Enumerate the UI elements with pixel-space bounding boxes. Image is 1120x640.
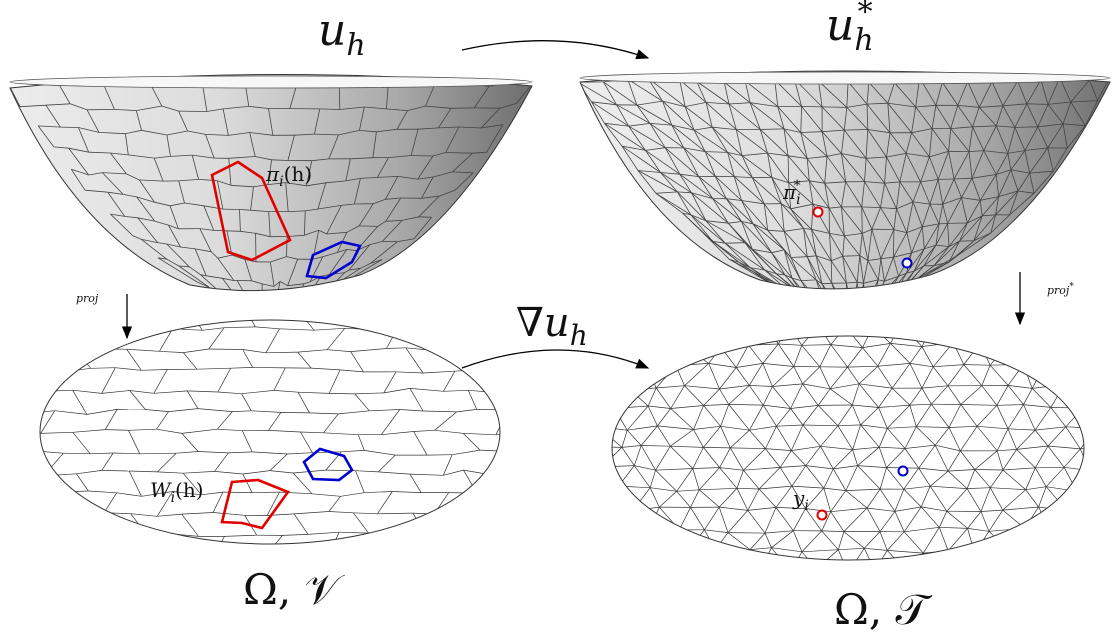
label-uh-star: uh* xyxy=(826,0,874,58)
highlight-cell-red-bowl xyxy=(210,160,292,262)
red-vertex-disk xyxy=(816,509,828,521)
label-grad-uh: ∇uh xyxy=(516,300,588,352)
blue-vertex-bowl xyxy=(901,257,913,269)
label-omega-T: Ω, 𝒯 xyxy=(834,585,933,634)
highlight-cell-red-disk xyxy=(220,478,291,530)
arrow-grad xyxy=(461,349,650,369)
disk-voronoi xyxy=(39,319,501,545)
bowl-uh-star xyxy=(579,70,1111,290)
highlight-cell-blue-bowl xyxy=(305,240,362,280)
label-pi-i-h: πi(h) xyxy=(265,162,312,190)
arrow-uh-to-uhstar xyxy=(461,40,650,60)
bowl-uh xyxy=(9,73,533,292)
label-omega-V: Ω, 𝒱 xyxy=(243,565,346,614)
disk-triangulation xyxy=(611,335,1085,561)
label-proj: proj xyxy=(76,292,99,305)
red-vertex-bowl xyxy=(812,206,824,218)
label-uh: uh xyxy=(318,5,366,63)
blue-vertex-disk xyxy=(897,465,909,477)
label-proj-star: proj* xyxy=(1047,282,1074,297)
label-pi-i-star: πi* xyxy=(782,178,801,208)
label-y-i: yi xyxy=(792,486,809,514)
label-W-i-h: Wi(h) xyxy=(150,478,204,506)
highlight-cell-blue-disk xyxy=(302,447,354,482)
